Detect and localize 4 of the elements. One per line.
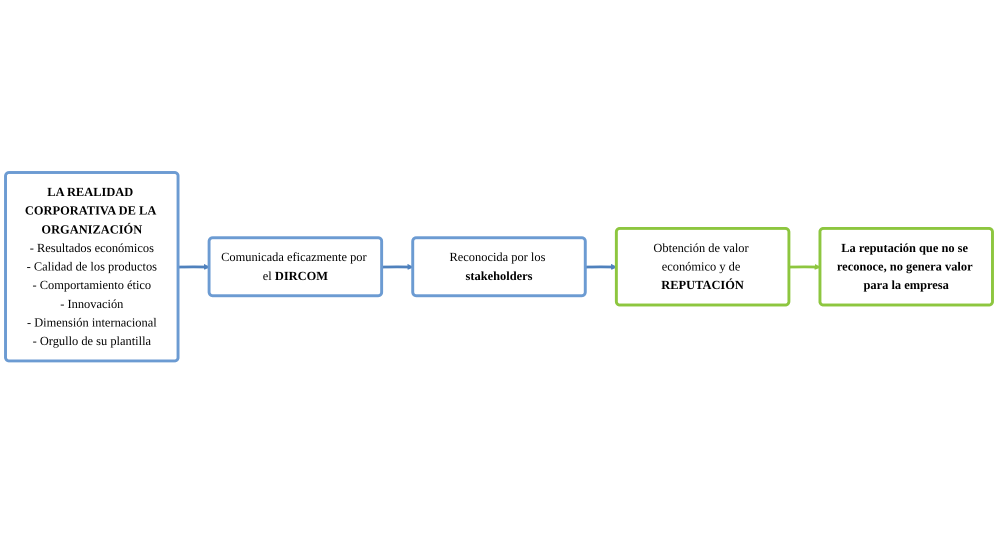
arrow (789, 264, 821, 270)
arrow (382, 264, 414, 270)
arrow (178, 264, 210, 270)
arrow (586, 264, 617, 270)
